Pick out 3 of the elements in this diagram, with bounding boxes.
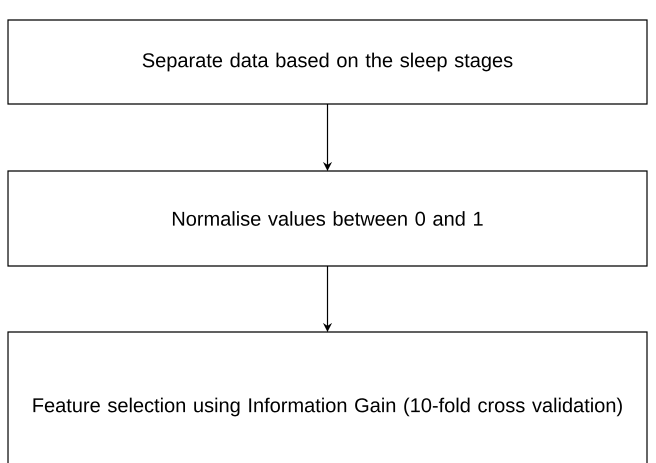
process-box: Separate data based on the sleep stages [7,19,648,105]
process-box: Feature selection using Information Gain (10-fold cross validation) [7,331,648,463]
process-box: Normalise values between 0 and 1 [7,170,648,267]
